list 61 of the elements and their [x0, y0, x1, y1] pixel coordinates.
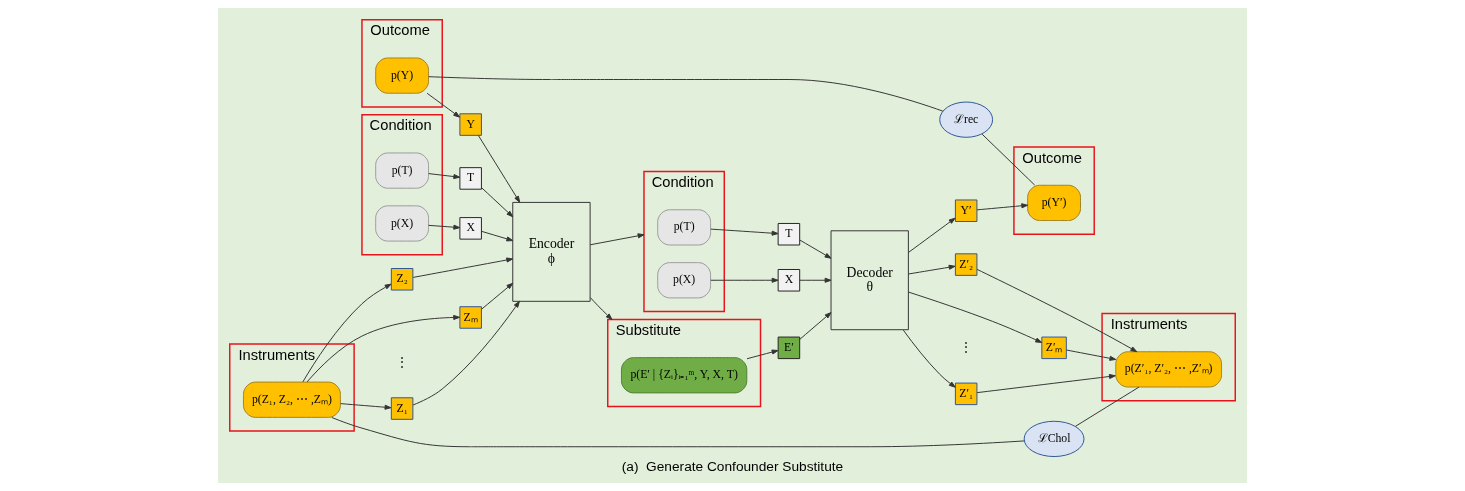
- caption: (a) Generate Confounder Substitute: [621, 459, 844, 475]
- arrow: [710, 228, 779, 236]
- arrow: [481, 187, 514, 218]
- arrow: [428, 173, 461, 180]
- arrow: [589, 297, 613, 320]
- arrow: [302, 283, 392, 383]
- arrow: [746, 349, 779, 360]
- node-ellipse: ℒChol: [1023, 420, 1085, 457]
- label: ⋮: [960, 339, 973, 353]
- arrow: [976, 268, 1138, 353]
- label: ⋮: [396, 354, 409, 368]
- arrow: [428, 224, 461, 230]
- arrow: [306, 314, 461, 383]
- node-box: p(E′ | {Zᵢ}ᵢ₌₁ᵐ, Y, X, T): [620, 357, 748, 394]
- node-box: p(T): [375, 152, 430, 189]
- arrow: [710, 277, 779, 283]
- arrow: [426, 92, 461, 118]
- arrow: [799, 277, 832, 283]
- node-box: E′: [777, 336, 801, 360]
- node-box: X: [777, 269, 801, 292]
- connector: [1074, 386, 1140, 427]
- node-box: p(Y′): [1027, 184, 1081, 221]
- arrow: [1066, 349, 1117, 361]
- node-box: X: [459, 217, 482, 240]
- node-box: p(Z₁, Z₂, ⋯ ,Zₘ): [242, 381, 341, 418]
- arrow: [481, 282, 514, 310]
- arrow: [902, 329, 956, 388]
- node-box: T: [459, 167, 482, 190]
- arrow: [589, 233, 645, 246]
- arrow: [477, 134, 521, 203]
- connector: [331, 417, 1025, 448]
- arrow: [976, 203, 1029, 211]
- node-box: Encoder ϕ: [512, 201, 591, 302]
- arrow: [976, 373, 1116, 394]
- node-box: Y′: [954, 199, 978, 222]
- connector: [981, 133, 1036, 186]
- arrow: [908, 264, 956, 275]
- connector: [428, 76, 944, 112]
- arrow: [908, 291, 1043, 343]
- arrow: [908, 217, 956, 253]
- arrow: [799, 312, 832, 340]
- node-box: T: [777, 223, 801, 246]
- node-box: p(X): [657, 262, 712, 299]
- node-box: Y: [459, 113, 482, 136]
- node-box: Decoder θ: [830, 230, 909, 331]
- arrow: [340, 403, 392, 410]
- node-box: p(T): [657, 209, 712, 246]
- node-box: p(X): [375, 205, 430, 242]
- node-box: Z₂: [390, 268, 414, 291]
- node-box: p(Z′₁, Z′₂, ⋯ ,Z′ₘ): [1115, 351, 1223, 388]
- node-box: Z′₁: [954, 382, 978, 406]
- arrow: [799, 239, 832, 259]
- node-box: Z′₂: [954, 253, 978, 276]
- node-box: Zₘ: [459, 306, 482, 329]
- arrow: [412, 257, 514, 278]
- node-box: Z₁: [390, 397, 414, 420]
- node-box: Z′ₘ: [1041, 336, 1067, 360]
- node-ellipse: ℒrec: [939, 101, 994, 138]
- arrow: [412, 300, 520, 406]
- arrow: [481, 230, 514, 242]
- node-box: p(Y): [375, 57, 430, 94]
